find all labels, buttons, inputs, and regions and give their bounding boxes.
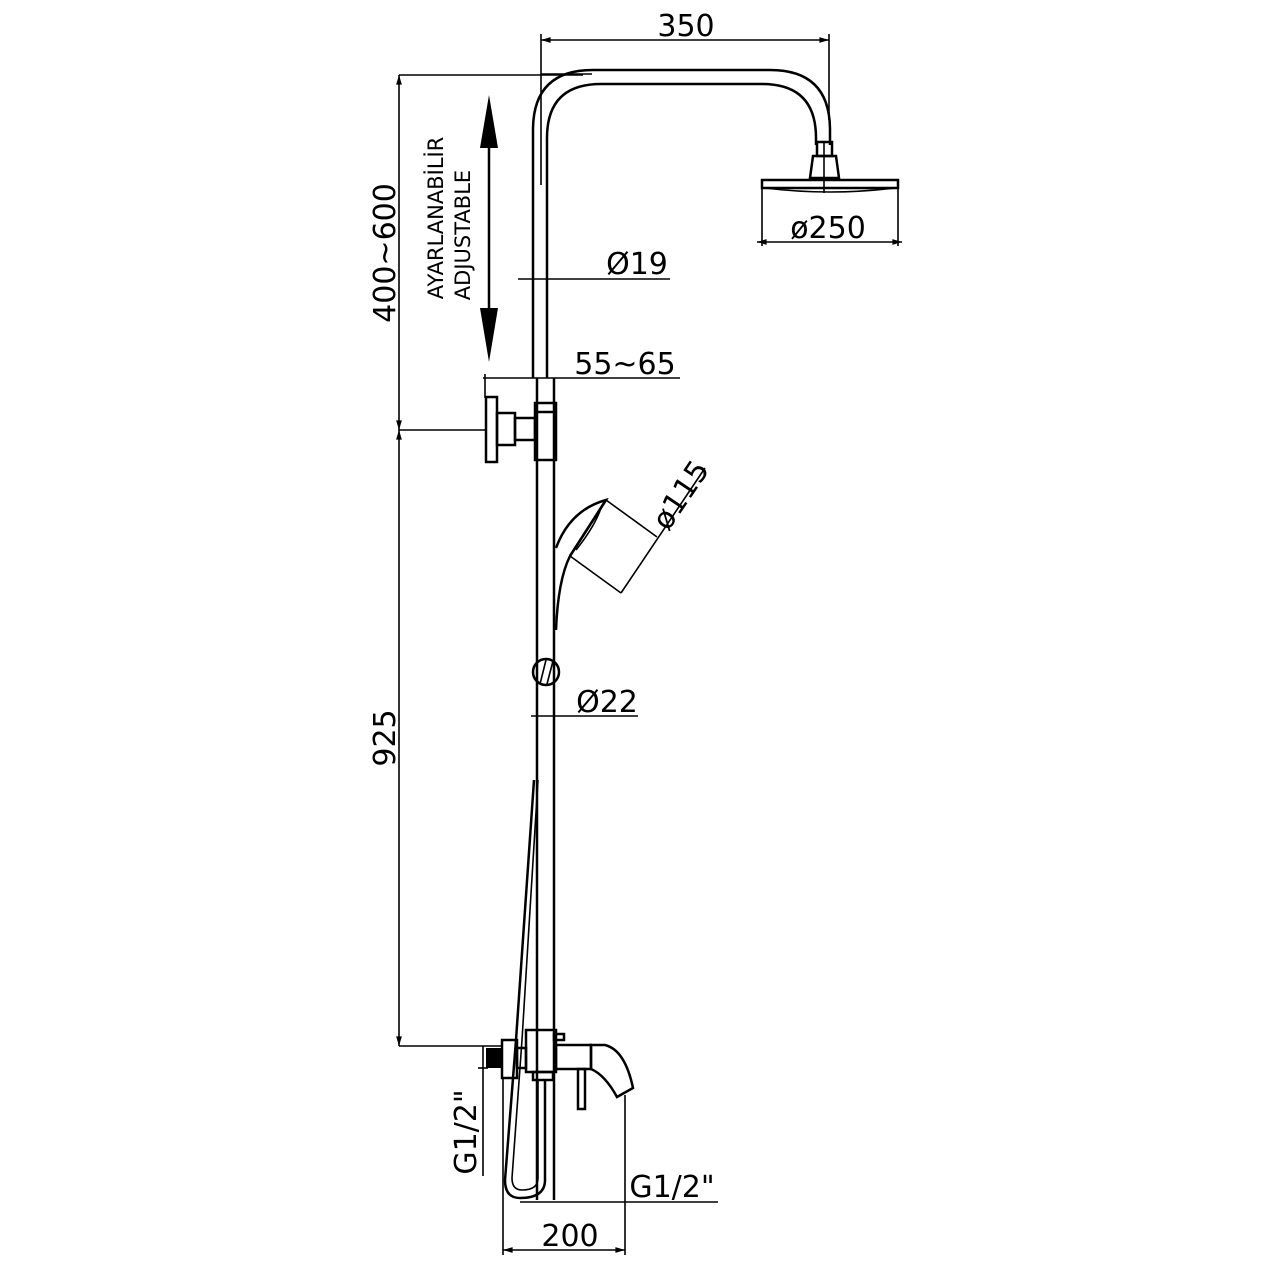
mixer-width-label: 200	[541, 1219, 598, 1254]
shower-arm	[531, 68, 832, 378]
adjustable-note-en: ADJUSTABLE	[451, 170, 475, 300]
arm-length-label: 350	[657, 9, 714, 44]
dimension-bracket-offset: 55~65	[483, 347, 680, 398]
head-diameter-label: ø250	[790, 211, 866, 246]
outlet-thread-label: G1/2"	[629, 1170, 714, 1205]
hand-shower-diameter-label: ø115	[646, 454, 717, 536]
dimension-lower-pipe: Ø22	[531, 685, 638, 720]
bracket-offset-label: 55~65	[574, 347, 675, 382]
dimension-head-diameter: ø250	[757, 188, 902, 246]
shower-head	[760, 140, 900, 193]
dimension-lower-height: 925	[368, 429, 502, 1047]
adjustable-arrow: AYARLANABİLİR ADJUSTABLE	[423, 95, 498, 362]
bath-mixer	[486, 1028, 635, 1111]
adjustable-note-tr: AYARLANABİLİR	[423, 137, 448, 300]
dimension-adjustable-height: 400~600	[368, 74, 583, 431]
adjustable-height-label: 400~600	[368, 183, 403, 323]
dimension-upper-pipe: Ø19	[518, 247, 670, 282]
lower-height-label: 925	[368, 709, 403, 766]
lower-pipe	[535, 378, 556, 1200]
dimension-arm-length: 350	[540, 9, 830, 120]
dimension-inlet-thread: G1/2"	[449, 1046, 488, 1176]
hand-shower	[531, 497, 609, 687]
dimension-mixer-width: 200	[502, 1078, 626, 1255]
upper-pipe-diameter-label: Ø19	[606, 247, 668, 282]
lower-pipe-diameter-label: Ø22	[576, 685, 638, 720]
inlet-thread-label: G1/2"	[449, 1089, 484, 1174]
dimension-outlet-thread: G1/2"	[520, 1170, 718, 1205]
shower-hose	[503, 779, 547, 1200]
wall-bracket	[484, 395, 558, 464]
